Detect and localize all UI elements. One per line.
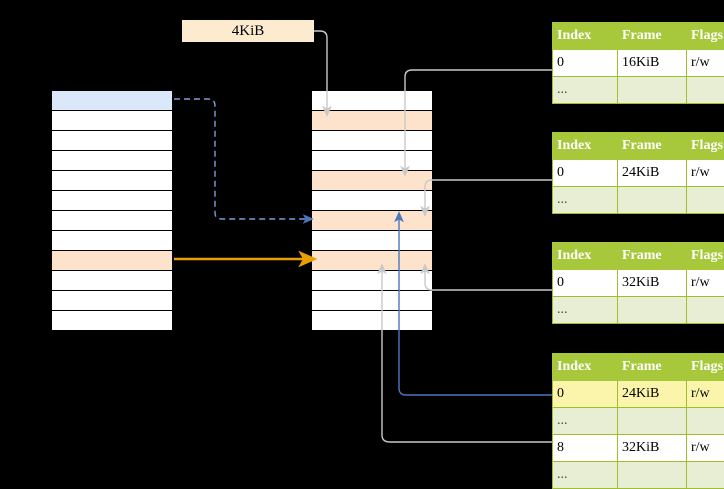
table-cell: r/w xyxy=(687,381,724,408)
memory-cell[interactable] xyxy=(311,190,433,211)
table-cell: 24KiB xyxy=(618,160,687,187)
table-row[interactable]: ... xyxy=(553,462,724,489)
table-cell: 24KiB xyxy=(618,381,687,408)
memory-cell[interactable] xyxy=(51,210,173,231)
memory-cell[interactable] xyxy=(51,170,173,191)
size-label-4kib: 4KiB xyxy=(182,20,314,42)
table-header-index: Index xyxy=(553,354,618,381)
table-cell xyxy=(687,297,724,324)
table-cell: r/w xyxy=(687,160,724,187)
memory-cell[interactable] xyxy=(311,310,433,331)
table-header-flags: Flags xyxy=(687,23,724,50)
memory-cell[interactable] xyxy=(51,90,173,111)
memory-cell[interactable] xyxy=(51,110,173,131)
table-cell: 8 xyxy=(553,435,618,462)
memory-cell[interactable] xyxy=(311,230,433,251)
table-header-frame: Frame xyxy=(618,354,687,381)
table-cell: 32KiB xyxy=(618,270,687,297)
table-cell xyxy=(687,187,724,214)
table-row[interactable]: ... xyxy=(553,77,724,104)
memory-cell[interactable] xyxy=(51,130,173,151)
table-header-flags: Flags xyxy=(687,133,724,160)
table-cell xyxy=(618,408,687,435)
table-row[interactable]: ... xyxy=(553,297,724,324)
table-cell xyxy=(618,187,687,214)
table-cell: 0 xyxy=(553,270,618,297)
memory-cell[interactable] xyxy=(51,190,173,211)
memory-cell[interactable] xyxy=(311,130,433,151)
memory-cell[interactable] xyxy=(311,250,433,271)
table-header-frame: Frame xyxy=(618,133,687,160)
memory-cell[interactable] xyxy=(51,230,173,251)
table-cell: ... xyxy=(553,187,618,214)
table-cell xyxy=(618,297,687,324)
table-cell xyxy=(687,462,724,489)
table-cell: 0 xyxy=(553,160,618,187)
memory-cell[interactable] xyxy=(311,150,433,171)
table-cell: ... xyxy=(553,408,618,435)
memory-cell[interactable] xyxy=(51,150,173,171)
memory-cell[interactable] xyxy=(311,290,433,311)
memory-cell[interactable] xyxy=(51,250,173,271)
table-cell: ... xyxy=(553,462,618,489)
memory-cell[interactable] xyxy=(51,310,173,331)
table-cell: ... xyxy=(553,297,618,324)
table-cell: ... xyxy=(553,77,618,104)
table-cell: 32KiB xyxy=(618,435,687,462)
table-header-index: Index xyxy=(553,133,618,160)
memory-cell[interactable] xyxy=(51,270,173,291)
table-header-flags: Flags xyxy=(687,354,724,381)
table-header-frame: Frame xyxy=(618,243,687,270)
memory-cell[interactable] xyxy=(311,210,433,231)
table-row[interactable]: ... xyxy=(553,187,724,214)
table-cell xyxy=(687,408,724,435)
table-header-index: Index xyxy=(553,23,618,50)
table-cell: r/w xyxy=(687,270,724,297)
table-header-frame: Frame xyxy=(618,23,687,50)
memory-cell[interactable] xyxy=(51,290,173,311)
table-cell: 0 xyxy=(553,381,618,408)
table-header-flags: Flags xyxy=(687,243,724,270)
table-cell: 16KiB xyxy=(618,50,687,77)
table-cell: r/w xyxy=(687,435,724,462)
memory-cell[interactable] xyxy=(311,90,433,111)
table-cell xyxy=(618,462,687,489)
table-row[interactable]: ... xyxy=(553,408,724,435)
table-cell: 0 xyxy=(553,50,618,77)
memory-cell[interactable] xyxy=(311,270,433,291)
table-cell: r/w xyxy=(687,50,724,77)
table-cell xyxy=(687,77,724,104)
memory-cell[interactable] xyxy=(311,170,433,191)
table-header-index: Index xyxy=(553,243,618,270)
table-cell xyxy=(618,77,687,104)
memory-cell[interactable] xyxy=(311,110,433,131)
